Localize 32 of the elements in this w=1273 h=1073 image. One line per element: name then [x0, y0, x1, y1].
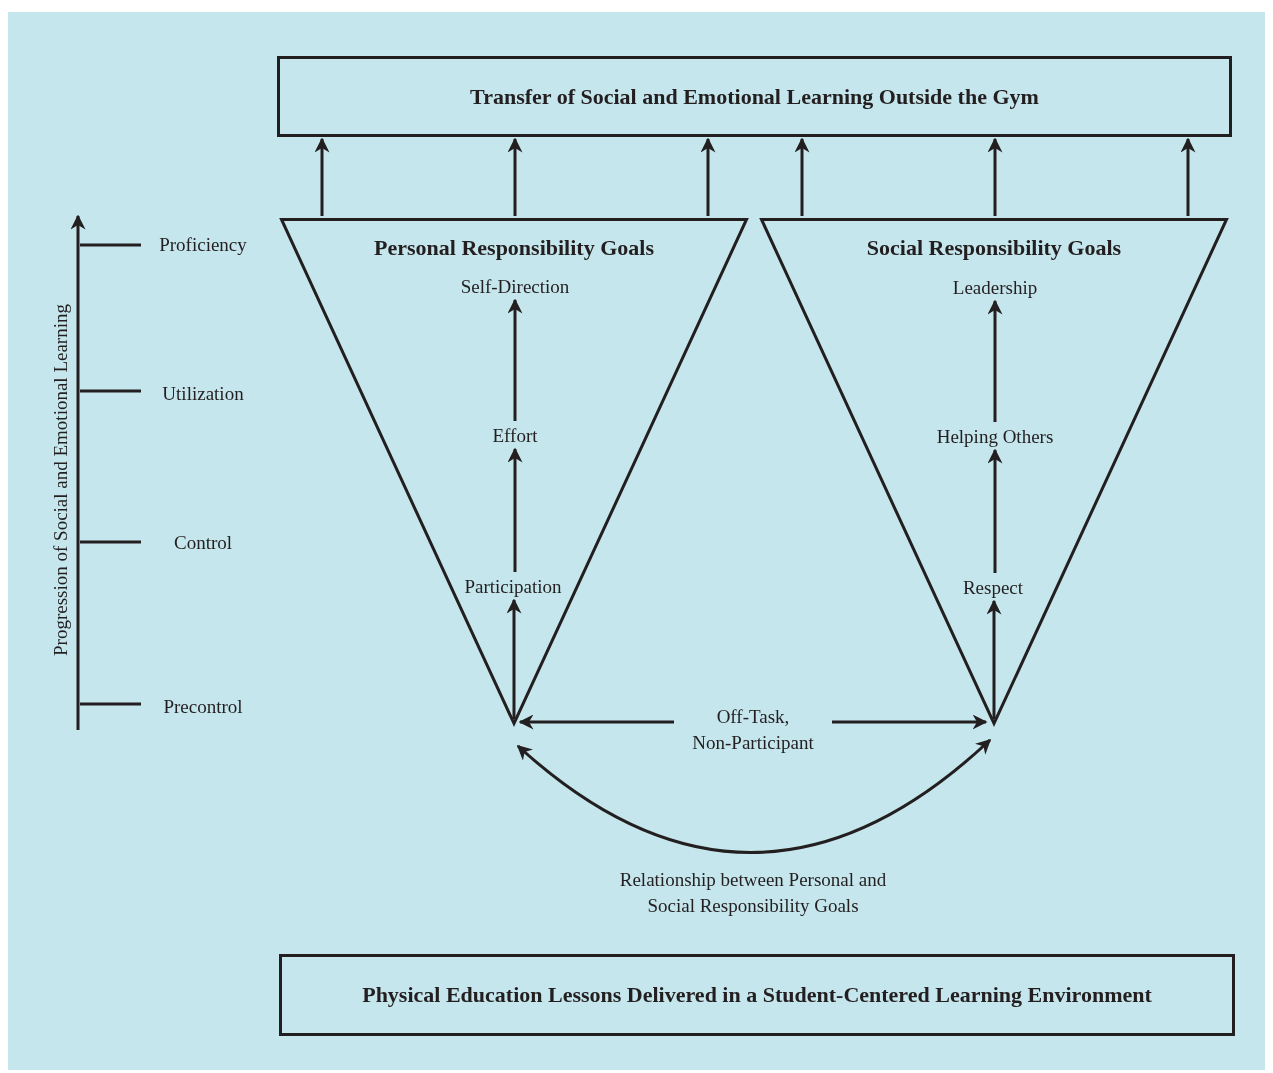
arrow — [507, 137, 523, 216]
level-label: Control — [173, 532, 233, 554]
arrow — [516, 738, 992, 854]
text-box: Physical Education Lessons Delivered in a Student-Centered Learning Environment — [279, 954, 1235, 1036]
stage-label: Self-Direction — [460, 276, 570, 298]
arrow — [986, 599, 1002, 719]
arrow — [507, 298, 523, 421]
stage-label: Leadership — [952, 277, 1038, 299]
stage-label: Participation — [464, 576, 562, 598]
stage-label: Off-Task, Non-Participant — [678, 704, 828, 756]
arrow — [700, 137, 716, 216]
arrow — [832, 714, 988, 730]
stage-label: Respect — [962, 577, 1024, 599]
arrow — [794, 137, 810, 216]
level-label: Precontrol — [163, 696, 243, 718]
arrow — [518, 714, 674, 730]
arrow — [506, 598, 522, 719]
axis-title: Progression of Social and Emotional Learning — [50, 304, 72, 656]
text-box: Transfer of Social and Emotional Learning Outside the Gym — [277, 56, 1232, 137]
arrow — [987, 137, 1003, 216]
stage-label: Effort — [492, 425, 538, 447]
arrow — [1180, 137, 1196, 216]
stage-label: Helping Others — [936, 426, 1054, 448]
arrow — [507, 447, 523, 572]
caption-text: Relationship between Personal and Social Responsibility Goals — [618, 868, 888, 918]
arrow — [987, 299, 1003, 422]
triangle-heading: Personal Responsibility Goals — [374, 235, 654, 261]
level-label: Utilization — [162, 383, 244, 405]
arrow — [987, 448, 1003, 573]
triangle-heading: Social Responsibility Goals — [866, 235, 1122, 261]
level-label: Proficiency — [159, 234, 247, 256]
arrow — [314, 137, 330, 216]
